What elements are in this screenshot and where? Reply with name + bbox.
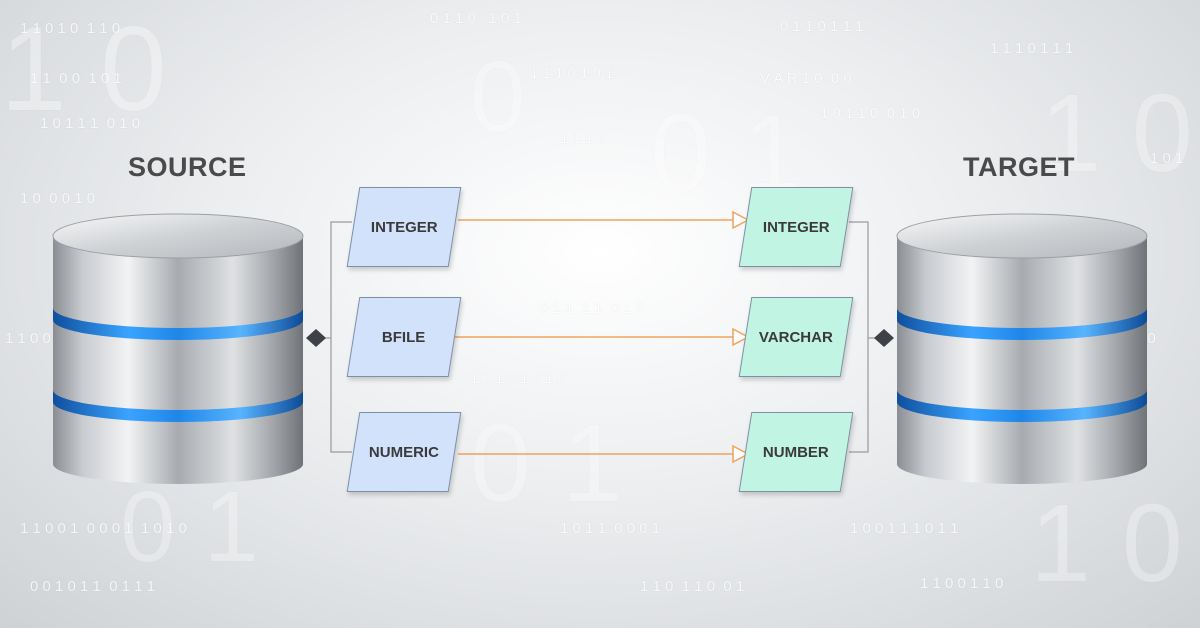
arrow-head-icon — [732, 210, 750, 230]
target-database-icon — [896, 213, 1148, 484]
source-type-label: INTEGER — [370, 218, 438, 236]
target-diamond-icon — [874, 329, 894, 347]
target-bracket — [849, 221, 869, 453]
source-bracket — [330, 221, 352, 453]
source-type-box-numeric: NUMERIC — [346, 412, 462, 492]
target-type-label: INTEGER — [762, 218, 830, 236]
source-title: SOURCE — [128, 152, 247, 182]
arrow-head-icon — [732, 444, 750, 464]
source-type-label: BFILE — [382, 328, 426, 346]
source-type-box-integer: INTEGER — [346, 187, 462, 267]
target-title: TARGET — [963, 152, 1075, 182]
target-type-label: VARCHAR — [759, 328, 833, 346]
target-type-box-integer: INTEGER — [738, 187, 854, 267]
source-type-box-bfile: BFILE — [346, 297, 462, 377]
target-type-box-varchar: VARCHAR — [738, 297, 854, 377]
source-diamond-icon — [306, 329, 326, 347]
target-type-box-number: NUMBER — [738, 412, 854, 492]
arrow-head-icon — [732, 327, 750, 347]
source-type-label: NUMERIC — [369, 443, 439, 461]
source-database-icon — [52, 213, 304, 484]
target-type-label: NUMBER — [763, 443, 829, 461]
